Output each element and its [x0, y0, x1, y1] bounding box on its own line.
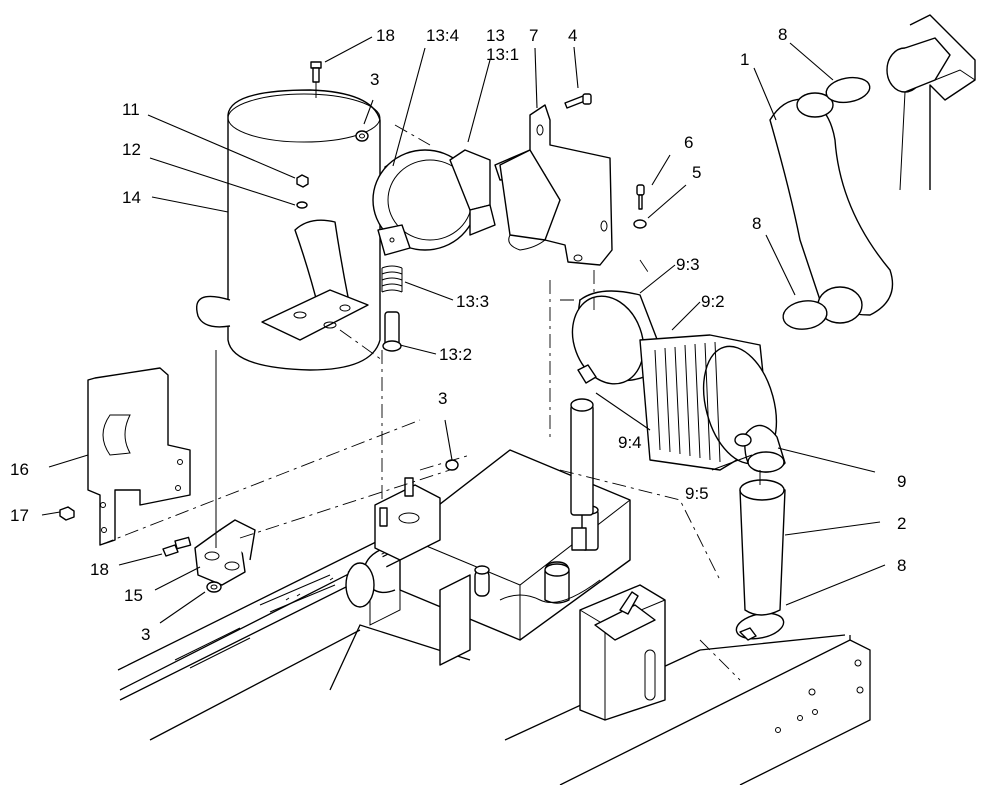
callout-13-4: 13:4 [426, 26, 459, 45]
callout-11: 11 [122, 100, 140, 119]
callout-4: 4 [568, 26, 577, 45]
muffler-bracket [194, 519, 256, 593]
mount-clamp [372, 149, 496, 352]
callout-13-2: 13:2 [439, 345, 472, 364]
callout-2: 2 [897, 514, 906, 533]
callout-9-3: 9:3 [676, 255, 700, 274]
hose-clamps [735, 76, 871, 641]
callout-8-low: 8 [897, 556, 906, 575]
muffler [196, 89, 381, 371]
callout-3-top: 3 [370, 70, 379, 89]
frame-rails [117, 519, 871, 785]
callout-18-top: 18 [376, 26, 395, 45]
callout-8-top: 8 [778, 25, 787, 44]
callout-12: 12 [122, 140, 141, 159]
fasteners [59, 61, 647, 557]
callout-16: 16 [10, 460, 29, 479]
spring [381, 265, 403, 293]
callout-7: 7 [529, 26, 538, 45]
lower-hose [739, 479, 786, 616]
callout-17: 17 [10, 506, 29, 525]
callout-9-5: 9:5 [685, 484, 709, 503]
leader-lines [41, 36, 886, 624]
callout-9-2: 9:2 [701, 292, 725, 311]
callout-13-1: 13:1 [486, 45, 519, 64]
callout-3-mid: 3 [438, 389, 447, 408]
muffler-guard [87, 367, 191, 546]
callout-14: 14 [122, 188, 141, 207]
callout-8-mid: 8 [752, 214, 761, 233]
callout-13: 13 [486, 26, 505, 45]
callout-1: 1 [740, 50, 749, 69]
callout-6: 6 [684, 133, 693, 152]
air-cleaner [570, 290, 786, 516]
support-bracket [494, 104, 613, 266]
inlet-duct [886, 14, 976, 191]
callout-13-3: 13:3 [456, 292, 489, 311]
callout-9: 9 [897, 472, 906, 491]
callout-9-4: 9:4 [618, 433, 642, 452]
callout-3-low: 3 [141, 625, 150, 644]
callout-15: 15 [124, 586, 143, 605]
callout-18-low: 18 [90, 560, 109, 579]
center-lines [99, 124, 761, 681]
callout-5: 5 [692, 163, 701, 182]
callout-labels: 18 13:4 13 13:1 7 4 8 1 3 11 12 14 6 5 8… [10, 25, 906, 644]
engine-block [345, 449, 666, 721]
intake-hose [769, 92, 894, 324]
